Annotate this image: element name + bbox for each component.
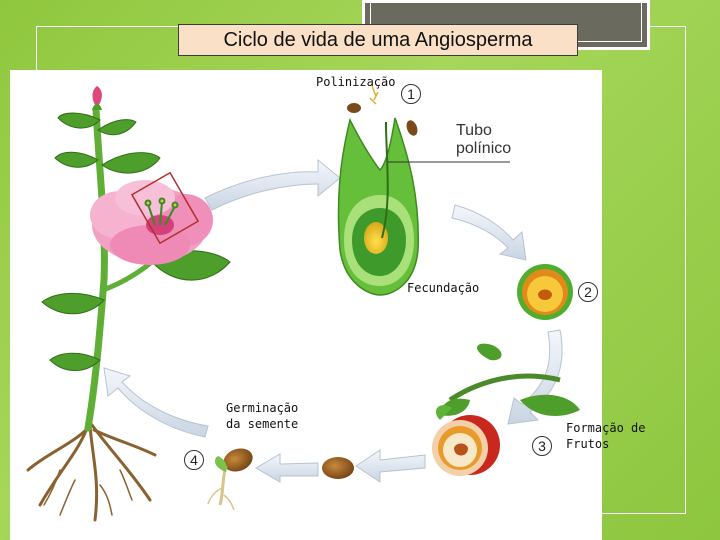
arrow-germination-to-plant xyxy=(103,367,209,438)
label-formacao-frutos: Formação de Frutos xyxy=(566,421,646,451)
diagram-panel xyxy=(10,70,602,540)
arrow-fruit-to-seed xyxy=(355,449,426,483)
ovule xyxy=(364,222,388,254)
flower-highlight-box xyxy=(130,171,200,245)
page-title: Ciclo de vida de uma Angiosperma xyxy=(223,28,533,51)
cycle-arrows xyxy=(103,158,563,483)
stage-number-3: 3 xyxy=(532,436,552,456)
flowering-plant xyxy=(26,86,231,522)
label-fecundacao: Fecundação xyxy=(407,281,480,295)
pollen-grain-1 xyxy=(347,103,361,113)
plant-roots xyxy=(26,423,157,522)
title-box: Ciclo de vida de uma Angiosperma xyxy=(178,24,578,56)
label-germinacao: Germinação da semente xyxy=(226,401,299,431)
arrow-pollination-to-fertilization xyxy=(451,204,527,261)
stage-number-1: 1 xyxy=(401,84,421,104)
arrow-seed-to-germination xyxy=(255,453,319,483)
arrow-flower-to-pollination xyxy=(204,158,341,211)
pollen-grain-2 xyxy=(406,120,418,136)
carpel-pollination xyxy=(337,85,510,296)
fruit-branch xyxy=(432,343,580,476)
pollen-tube-path xyxy=(381,121,389,239)
flower xyxy=(90,171,213,265)
seed xyxy=(322,457,354,479)
germinating-seed xyxy=(207,448,253,511)
label-tubo-polinico: Tubo polínico xyxy=(456,122,512,157)
label-polinizacao: Polinização xyxy=(316,75,396,89)
stage-number-2: 2 xyxy=(578,282,598,302)
flower-bud xyxy=(92,86,102,108)
fertilized-ovule xyxy=(517,264,573,320)
plant-stem xyxy=(84,106,108,432)
stage-number-4: 4 xyxy=(184,450,204,470)
